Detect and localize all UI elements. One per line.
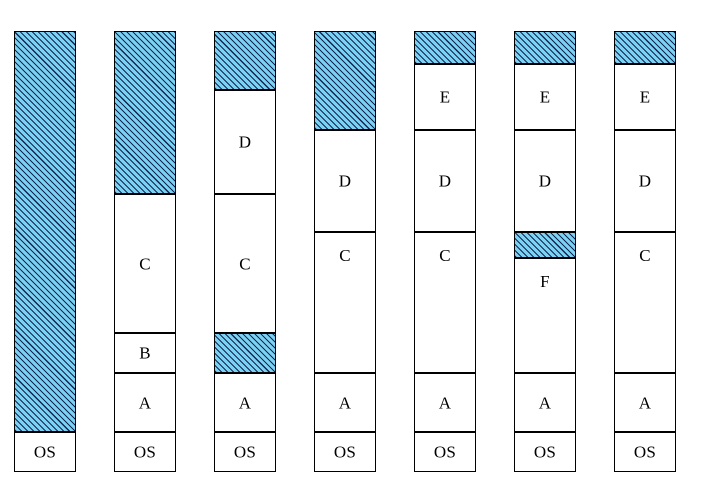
block-label: OS (133, 442, 157, 462)
block-label: OS (333, 442, 357, 462)
allocated-block-a: A (214, 373, 276, 432)
allocated-block-d: D (414, 130, 476, 232)
allocated-block-c: C (214, 194, 276, 333)
allocated-block-d: D (614, 130, 676, 232)
allocated-block-c: C (614, 232, 676, 373)
free-hole-block (314, 31, 376, 130)
allocated-block-a: A (414, 373, 476, 432)
block-label: OS (533, 442, 557, 462)
allocated-block-e: E (414, 64, 476, 130)
free-hole-block (514, 232, 576, 258)
free-hole-block (214, 333, 276, 373)
block-label: D (338, 171, 352, 191)
block-label: A (238, 393, 252, 412)
allocated-block-c: C (114, 194, 176, 333)
block-label: C (139, 254, 151, 273)
allocated-block-os: OS (114, 432, 176, 472)
free-hole-block (614, 31, 676, 64)
block-label: D (638, 171, 652, 191)
block-label: C (639, 246, 651, 265)
block-label: A (638, 393, 652, 412)
block-label: OS (433, 442, 457, 462)
block-label: C (439, 246, 451, 265)
allocated-block-os: OS (314, 432, 376, 472)
memory-column-2: C B A OS (114, 0, 176, 487)
block-label: A (338, 393, 352, 412)
block-label: E (639, 87, 651, 107)
block-label: B (139, 343, 151, 363)
allocated-block-d: D (314, 130, 376, 232)
allocated-block-os: OS (414, 432, 476, 472)
allocated-block-e: E (514, 64, 576, 130)
allocated-block-f: F (514, 258, 576, 373)
block-label: D (538, 171, 552, 191)
block-label: E (439, 87, 451, 107)
memory-column-1: OS (14, 0, 76, 487)
memory-column-3: D C A OS (214, 0, 276, 487)
block-label: OS (233, 442, 257, 462)
block-label: E (539, 87, 551, 107)
allocated-block-os: OS (514, 432, 576, 472)
memory-column-4: D C A OS (314, 0, 376, 487)
block-label: OS (633, 442, 657, 462)
allocated-block-a: A (514, 373, 576, 432)
memory-column-6: E D F A OS (514, 0, 576, 487)
allocated-block-d: D (514, 130, 576, 232)
block-label: D (238, 132, 252, 152)
memory-column-5: E D C A OS (414, 0, 476, 487)
memory-column-7: E D C A OS (614, 0, 676, 487)
block-label: A (138, 393, 152, 412)
allocated-block-e: E (614, 64, 676, 130)
allocated-block-c: C (314, 232, 376, 373)
free-hole-block (514, 31, 576, 64)
block-label: OS (33, 442, 57, 462)
allocated-block-b: B (114, 333, 176, 373)
allocated-block-a: A (614, 373, 676, 432)
allocated-block-os: OS (214, 432, 276, 472)
free-hole-block (214, 31, 276, 90)
free-hole-block (414, 31, 476, 64)
allocated-block-os: OS (14, 432, 76, 472)
block-label: C (239, 254, 251, 273)
free-hole-block (114, 31, 176, 194)
allocated-block-a: A (114, 373, 176, 432)
block-label: F (540, 272, 550, 291)
allocated-block-os: OS (614, 432, 676, 472)
block-label: D (438, 171, 452, 191)
allocated-block-d: D (214, 90, 276, 194)
allocated-block-c: C (414, 232, 476, 373)
block-label: A (538, 393, 552, 412)
allocated-block-a: A (314, 373, 376, 432)
block-label: A (438, 393, 452, 412)
block-label: C (339, 246, 351, 265)
free-hole-block (14, 31, 76, 432)
